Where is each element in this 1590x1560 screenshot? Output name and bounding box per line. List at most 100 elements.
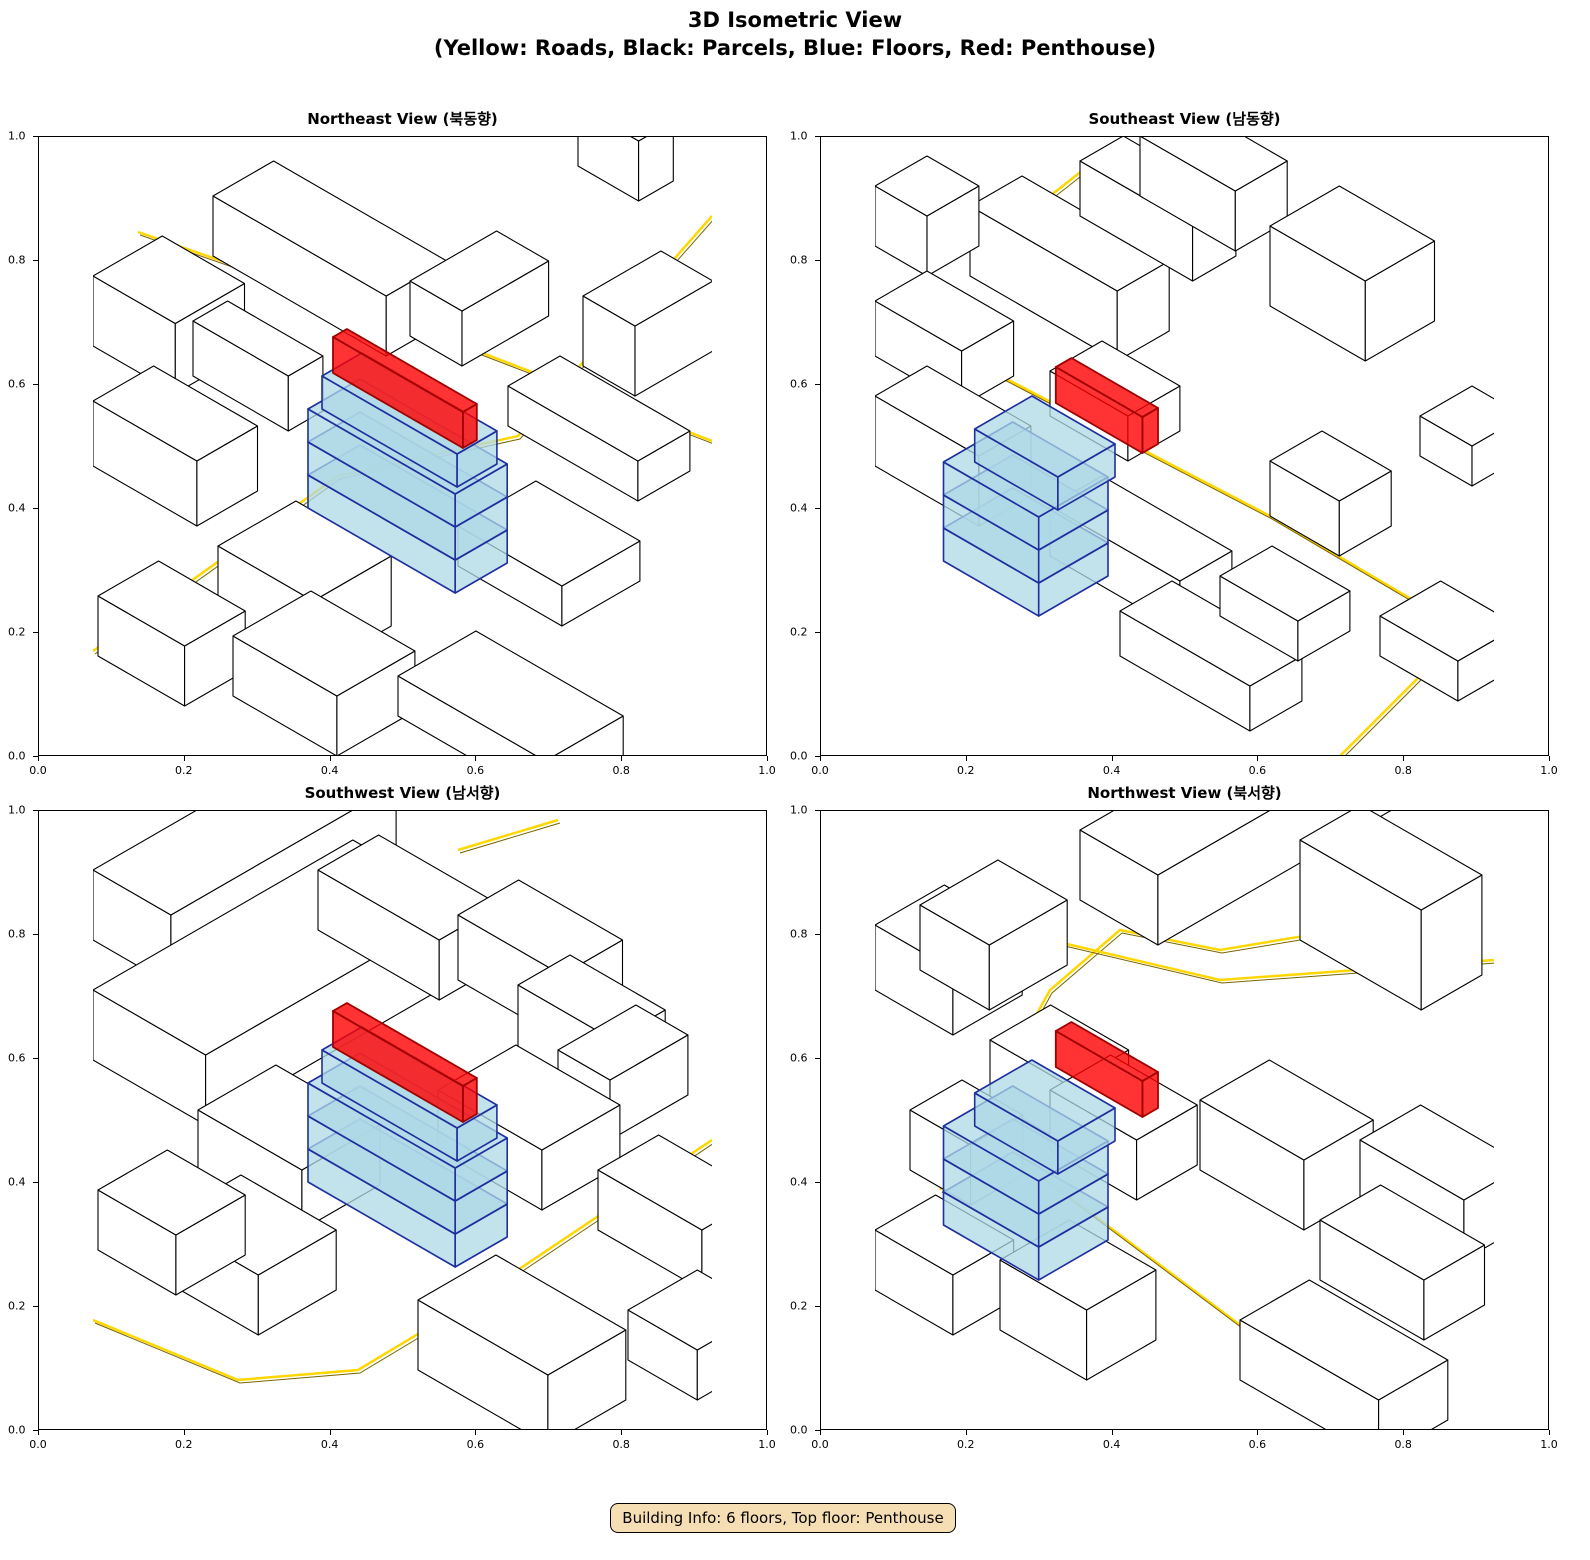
parcel-building xyxy=(1119,580,1303,732)
top-face xyxy=(232,590,416,697)
top-face xyxy=(1269,185,1436,282)
x-tick-label: 0.0 xyxy=(29,1438,47,1451)
x-tick-label: 1.0 xyxy=(1540,764,1558,777)
top-face xyxy=(1054,1021,1159,1082)
top-face xyxy=(1239,1279,1449,1401)
y-tick-label: 0.6 xyxy=(8,1051,26,1065)
x-tick-mark xyxy=(767,1430,768,1435)
top-face xyxy=(973,395,1116,478)
axes-frame xyxy=(38,136,767,756)
isometric-scene xyxy=(93,811,712,1429)
x-tick-label: 0.0 xyxy=(811,1438,829,1451)
isometric-scene xyxy=(93,137,712,755)
parcel-building xyxy=(577,137,674,202)
x-tick-mark xyxy=(38,756,39,761)
y-tick-label: 0.2 xyxy=(790,625,808,639)
y-tick-mark xyxy=(815,508,820,509)
y-tick-label: 1.0 xyxy=(8,129,26,143)
y-tick-label: 0.4 xyxy=(790,1175,808,1189)
top-face xyxy=(1299,811,1483,911)
x-tick-mark xyxy=(1403,1430,1405,1435)
top-face xyxy=(1419,385,1494,447)
parcel-building xyxy=(969,175,1170,362)
top-face xyxy=(409,230,550,312)
x-tick-mark xyxy=(1257,1430,1259,1435)
parcel-building xyxy=(1269,185,1436,362)
scene-content xyxy=(93,137,712,755)
parcel-building xyxy=(875,155,980,277)
subplot-title: Southwest View (남서향) xyxy=(304,784,501,802)
y-tick-mark xyxy=(815,136,820,137)
figure-title-line2: (Yellow: Roads, Black: Parcels, Blue: Fl… xyxy=(433,36,1157,60)
x-tick-label: 0.4 xyxy=(1102,764,1121,777)
y-tick-mark xyxy=(815,1182,820,1183)
x-tick-label: 0.4 xyxy=(1102,1438,1121,1451)
y-tick-mark xyxy=(33,810,38,811)
y-tick-label: 0.4 xyxy=(8,501,26,515)
subplot-title: Southeast View (남동향) xyxy=(1088,110,1281,128)
top-face xyxy=(192,300,324,377)
x-tick-label: 0.6 xyxy=(1248,764,1267,777)
x-tick-label: 0.2 xyxy=(957,764,975,777)
top-face xyxy=(627,1269,712,1351)
top-face xyxy=(332,1002,478,1087)
parcel-building xyxy=(97,560,246,707)
x-tick-mark xyxy=(621,1430,623,1435)
top-face xyxy=(1359,1104,1494,1201)
x-tick-mark xyxy=(183,756,185,761)
road-centerline xyxy=(457,818,559,852)
axes-frame xyxy=(38,810,767,1430)
parcel-building xyxy=(1269,430,1392,557)
y-tick-label: 1.0 xyxy=(790,803,808,817)
y-tick-label: 0.0 xyxy=(790,749,808,763)
y-tick-mark xyxy=(33,934,38,935)
x-tick-mark xyxy=(965,756,967,761)
y-tick-mark xyxy=(33,260,38,261)
x-tick-label: 1.0 xyxy=(758,764,776,777)
y-tick-mark xyxy=(33,508,38,509)
penthouse xyxy=(332,328,478,449)
side-face xyxy=(1471,432,1494,487)
x-tick-label: 0.8 xyxy=(612,1438,630,1451)
top-face xyxy=(397,630,624,755)
top-face xyxy=(1199,1059,1374,1161)
y-tick-label: 0.4 xyxy=(790,501,808,515)
x-tick-mark xyxy=(329,756,331,761)
y-tick-mark xyxy=(33,1058,38,1059)
y-tick-mark xyxy=(33,384,38,385)
y-tick-mark xyxy=(815,260,820,261)
parcel-building xyxy=(417,1254,627,1429)
y-tick-label: 1.0 xyxy=(790,129,808,143)
x-tick-mark xyxy=(1549,1430,1550,1435)
top-face xyxy=(1079,811,1270,876)
y-tick-label: 0.0 xyxy=(8,749,26,763)
y-tick-label: 0.8 xyxy=(790,927,808,941)
y-tick-mark xyxy=(815,1058,820,1059)
top-face xyxy=(557,1004,689,1081)
x-tick-label: 0.8 xyxy=(612,764,630,777)
y-tick-label: 0.2 xyxy=(8,1299,26,1313)
parcel-building xyxy=(875,1194,1015,1336)
top-face xyxy=(97,1149,246,1236)
y-tick-mark xyxy=(815,810,820,811)
y-tick-label: 0.6 xyxy=(8,377,26,391)
top-face xyxy=(417,1254,627,1376)
y-tick-label: 0.6 xyxy=(790,1051,808,1065)
x-tick-label: 0.4 xyxy=(320,1438,339,1451)
parcel-building xyxy=(232,590,416,755)
parcel-building xyxy=(507,355,691,502)
y-tick-mark xyxy=(815,934,820,935)
axes-frame xyxy=(820,136,1549,756)
x-tick-label: 0.8 xyxy=(1394,764,1412,777)
x-tick-label: 1.0 xyxy=(1540,1438,1558,1451)
y-tick-mark xyxy=(815,756,820,757)
x-tick-label: 0.2 xyxy=(175,1438,193,1451)
x-tick-mark xyxy=(1257,756,1259,761)
parcel-building xyxy=(627,1269,712,1401)
figure-title: 3D Isometric View (Yellow: Roads, Black:… xyxy=(0,6,1590,62)
y-tick-mark xyxy=(33,756,38,757)
x-tick-mark xyxy=(965,1430,967,1435)
y-tick-mark xyxy=(815,1306,820,1307)
top-face xyxy=(97,560,246,647)
